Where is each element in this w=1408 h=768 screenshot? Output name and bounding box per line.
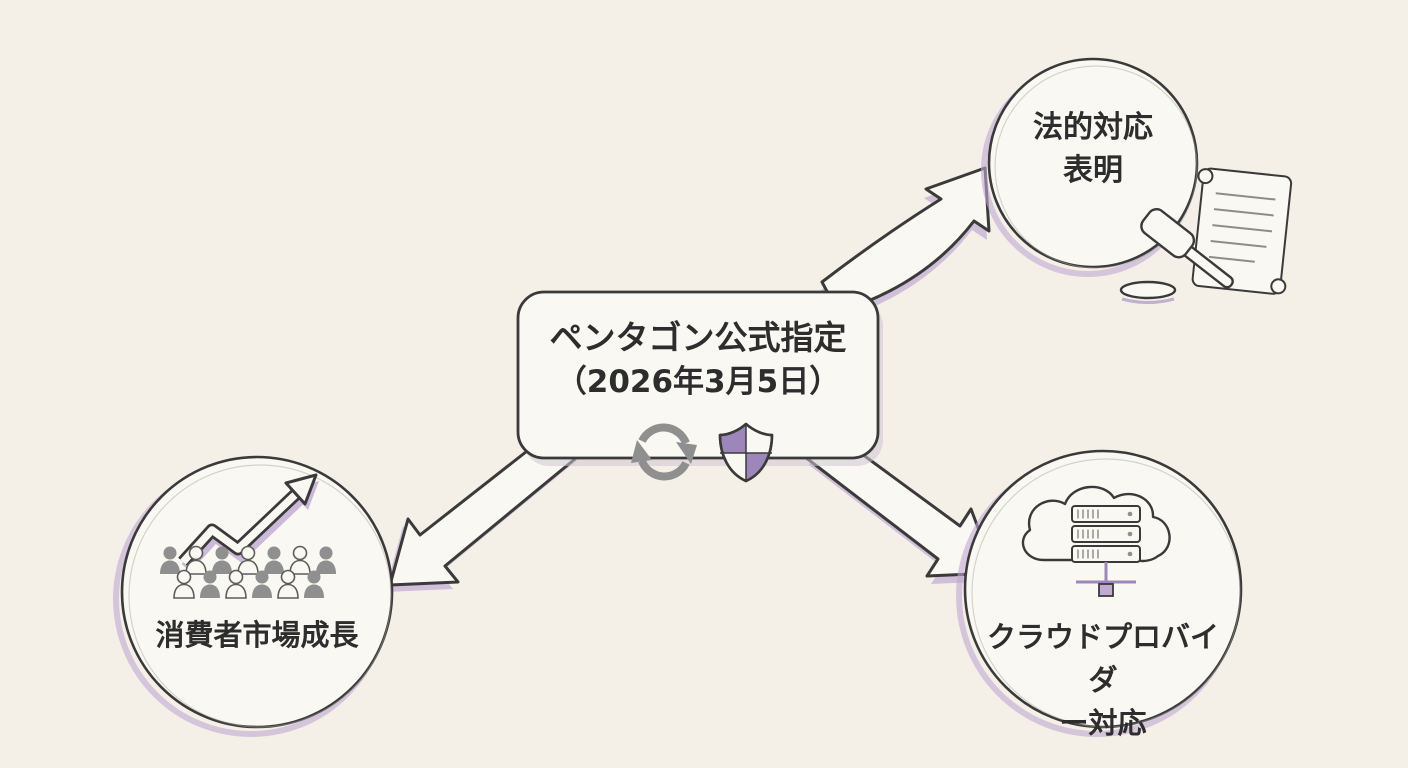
node-circle-legal	[981, 57, 1199, 277]
refresh-cycle-icon	[631, 423, 697, 481]
crowd-growth-arrow-icon	[160, 473, 336, 599]
cloud-servers-icon	[1021, 485, 1171, 597]
gavel-icon	[1119, 208, 1234, 304]
server-stack-icon	[1071, 505, 1141, 563]
center-node-box	[516, 290, 883, 466]
network-connector-icon	[1076, 562, 1136, 597]
gavel-scroll-icon	[1119, 167, 1293, 304]
scroll-icon	[1191, 167, 1293, 295]
